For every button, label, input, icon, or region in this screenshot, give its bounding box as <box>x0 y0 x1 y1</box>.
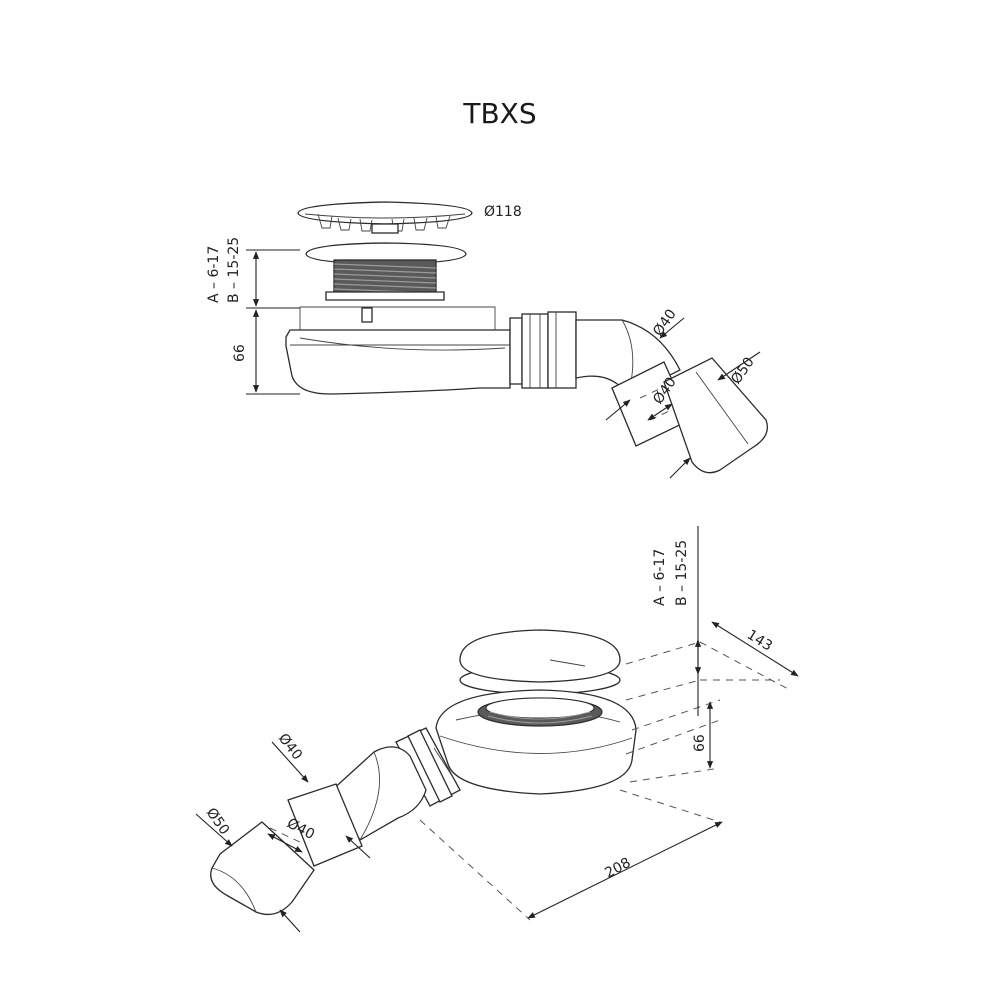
length-208-label: 208 <box>602 855 633 882</box>
dimension-d40-upper-side: Ø40 <box>650 306 685 339</box>
drawing-title: TBXS <box>462 97 536 130</box>
range-b-label-side: B – 15-25 <box>226 237 242 303</box>
dimension-range-iso: A – 6-17 B – 15-25 <box>652 526 702 716</box>
dimension-range-side: A – 6-17 B – 15-25 <box>206 237 300 309</box>
pipe-adapter <box>611 357 769 474</box>
dimension-d40-upper-iso: Ø40 <box>271 731 309 783</box>
iso-outlet-nut <box>395 727 461 807</box>
iso-pipe-adapter <box>210 783 363 916</box>
dimension-height-side: 66 <box>232 309 300 395</box>
dimension-length-208: 208 <box>527 821 723 919</box>
range-a-label-side: A – 6-17 <box>206 246 222 303</box>
iso-cover-cap <box>459 629 621 695</box>
iso-outlet-elbow <box>329 746 427 841</box>
height-66-label-side: 66 <box>232 344 248 362</box>
dimension-height-iso: 66 <box>692 701 714 769</box>
range-a-label-iso: A – 6-17 <box>652 549 668 606</box>
depth-143-label: 143 <box>744 627 775 655</box>
dimension-depth-143: 143 <box>711 621 799 677</box>
range-b-label-iso: B – 15-25 <box>674 540 690 606</box>
height-66-label-iso: 66 <box>692 734 708 752</box>
d50-label-side: Ø50 <box>728 354 758 387</box>
outlet-nut <box>509 311 577 389</box>
diameter-118-label: Ø118 <box>484 204 522 220</box>
iso-trap-base <box>435 689 637 795</box>
threaded-tube <box>325 259 445 301</box>
grate-cover <box>297 201 473 234</box>
isometric-view: A – 6-17 B – 15-25 66 143 208 Ø40 Ø40 <box>195 526 799 933</box>
d40-label-upper-iso: Ø40 <box>275 731 305 764</box>
d50-label-iso: Ø50 <box>203 805 233 838</box>
d40-label-upper-side: Ø40 <box>650 306 680 339</box>
side-view: A – 6-17 B – 15-25 66 Ø118 Ø40 Ø40 Ø50 <box>206 201 769 479</box>
trap-body <box>285 306 511 395</box>
